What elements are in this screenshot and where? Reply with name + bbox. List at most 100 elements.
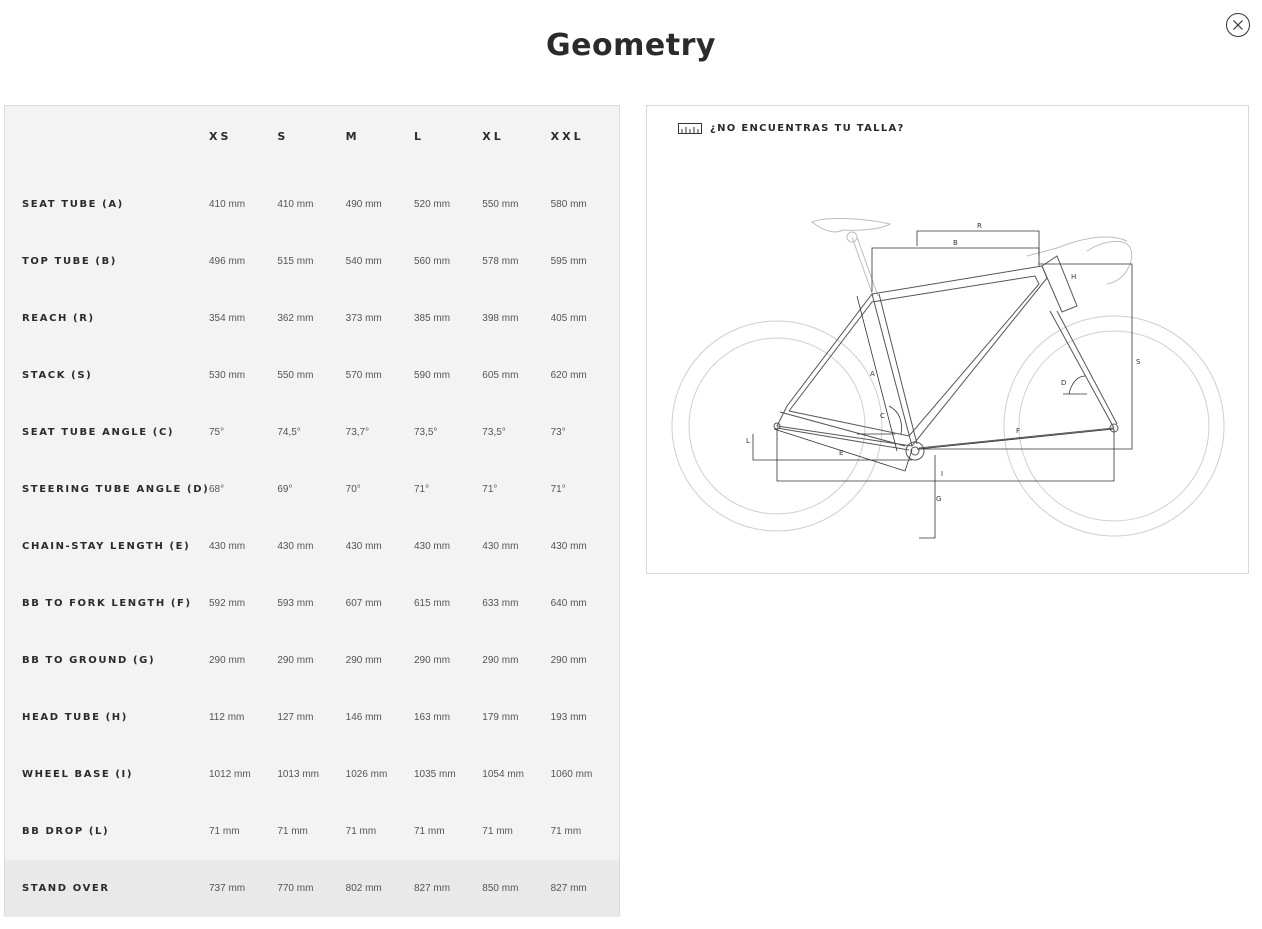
table-cell: 75° — [208, 427, 225, 438]
dim-label-d: D — [1061, 379, 1066, 387]
saddle-and-seatpost — [810, 217, 892, 297]
table-cell: 1012 mm — [208, 769, 251, 780]
table-cell: 430 mm — [208, 541, 246, 552]
table-cell: 430 mm — [413, 541, 451, 552]
table-cell: 595 mm — [550, 256, 587, 267]
size-header-row: XS S M L XL XXL — [5, 106, 619, 166]
table-cell: 515 mm — [277, 256, 314, 267]
table-cell: 290 mm — [482, 655, 519, 666]
row-label: STEERING TUBE ANGLE (D) — [22, 484, 209, 495]
table-cell: 146 mm — [345, 712, 382, 723]
rear-wheel — [671, 320, 883, 532]
table-cell: 290 mm — [208, 655, 246, 666]
row-label: HEAD TUBE (H) — [22, 712, 128, 723]
row-label: TOP TUBE (B) — [22, 256, 117, 267]
table-cell: 607 mm — [345, 598, 382, 609]
table-cell: 71 mm — [550, 826, 582, 837]
front-wheel — [1003, 315, 1225, 537]
table-cell: 737 mm — [208, 860, 278, 917]
table-cell: 1060 mm — [550, 769, 593, 780]
table-cell: 74,5° — [277, 427, 301, 438]
table-cell: 530 mm — [208, 370, 246, 381]
table-cell: 127 mm — [277, 712, 314, 723]
dim-label-f: F — [1016, 427, 1020, 435]
table-cell: 398 mm — [482, 313, 519, 324]
table-cell: 580 mm — [550, 199, 587, 210]
table-cell: 802 mm — [345, 860, 414, 917]
size-header-s: S — [277, 129, 289, 143]
row-label: BB TO FORK LENGTH (F) — [22, 598, 192, 609]
dim-label-e: E — [839, 449, 843, 457]
table-cell: 633 mm — [482, 598, 519, 609]
table-cell: 430 mm — [345, 541, 382, 552]
table-cell: 490 mm — [345, 199, 382, 210]
table-cell: 179 mm — [482, 712, 519, 723]
table-row: SEAT TUBE ANGLE (C) 75° 74,5° 73,7° 73,5° 73,… — [5, 404, 619, 461]
table-cell: 590 mm — [413, 370, 451, 381]
table-cell: 70° — [345, 484, 361, 495]
table-cell: 73,5° — [482, 427, 506, 438]
row-label: BB DROP (L) — [22, 826, 110, 837]
table-cell: 540 mm — [345, 256, 382, 267]
table-cell: 827 mm — [550, 860, 619, 917]
size-header-m: M — [345, 129, 360, 143]
size-header-xs: XS — [208, 129, 232, 143]
dim-label-l: L — [746, 437, 750, 445]
dim-label-c: C — [880, 412, 885, 420]
close-button[interactable] — [1226, 13, 1250, 37]
table-cell: 290 mm — [550, 655, 587, 666]
size-header-xl: XL — [482, 129, 504, 143]
table-cell: 570 mm — [345, 370, 382, 381]
table-cell: 430 mm — [277, 541, 314, 552]
dim-label-a: A — [870, 370, 875, 378]
row-label: STACK (S) — [22, 370, 93, 381]
table-cell: 362 mm — [277, 313, 314, 324]
table-cell: 73,5° — [413, 427, 438, 438]
header-blank — [5, 106, 209, 166]
table-cell: 640 mm — [550, 598, 587, 609]
table-cell: 1013 mm — [277, 769, 319, 780]
table-cell: 73° — [550, 427, 566, 438]
row-label: SEAT TUBE ANGLE (C) — [22, 427, 175, 438]
bike-geometry-diagram-panel: ¿NO ENCUENTRAS TU TALLA? — [646, 105, 1249, 574]
table-cell: 620 mm — [550, 370, 587, 381]
dim-label-s: S — [1136, 358, 1141, 366]
table-cell: 73,7° — [345, 427, 370, 438]
table-cell: 71 mm — [345, 826, 377, 837]
table-cell: 550 mm — [277, 370, 314, 381]
table-cell: 385 mm — [413, 313, 451, 324]
bike-geometry-illustration: R B H S A C D F L E I G — [671, 217, 1225, 539]
row-label: SEAT TUBE (A) — [22, 199, 124, 210]
dim-label-i: I — [941, 470, 943, 478]
table-cell: 560 mm — [413, 256, 451, 267]
size-finder-link[interactable]: ¿NO ENCUENTRAS TU TALLA? — [678, 123, 905, 134]
table-cell: 520 mm — [413, 199, 451, 210]
table-cell: 593 mm — [277, 598, 314, 609]
size-finder-text: ¿NO ENCUENTRAS TU TALLA? — [710, 123, 905, 134]
size-header-l: L — [413, 129, 424, 143]
table-cell: 1026 mm — [345, 769, 388, 780]
table-cell: 605 mm — [482, 370, 519, 381]
table-cell: 430 mm — [482, 541, 519, 552]
table-cell: 615 mm — [413, 598, 451, 609]
table-cell: 410 mm — [208, 199, 246, 210]
table-cell: 112 mm — [208, 712, 245, 723]
dim-label-b: B — [953, 239, 958, 247]
dimension-lines — [752, 230, 1133, 539]
table-cell: 193 mm — [550, 712, 587, 723]
table-cell: 550 mm — [482, 199, 519, 210]
row-label: REACH (R) — [22, 313, 95, 324]
table-cell: 290 mm — [345, 655, 382, 666]
table-cell: 578 mm — [482, 256, 519, 267]
table-cell: 405 mm — [550, 313, 587, 324]
table-cell: 850 mm — [482, 860, 551, 917]
table-cell: 71° — [413, 484, 430, 495]
close-icon — [1233, 20, 1243, 30]
